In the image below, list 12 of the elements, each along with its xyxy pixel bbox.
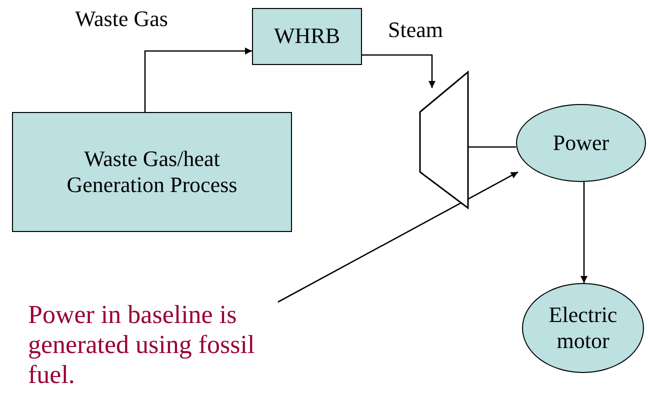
arrow xyxy=(144,48,252,112)
arrow xyxy=(580,182,588,283)
connector-line xyxy=(468,146,516,148)
process-box: Waste Gas/heat Generation Process xyxy=(12,112,292,232)
arrow xyxy=(362,54,436,88)
flow-label: Waste Gas xyxy=(75,6,168,32)
process-box: WHRB xyxy=(252,8,362,65)
leader-line xyxy=(278,171,518,303)
power-ellipse: Power xyxy=(516,104,646,182)
note-text: Power in baseline is generated using fossil fuel. xyxy=(28,300,264,400)
flow-label: Steam xyxy=(388,17,443,43)
motor-ellipse: Electric motor xyxy=(522,283,644,373)
